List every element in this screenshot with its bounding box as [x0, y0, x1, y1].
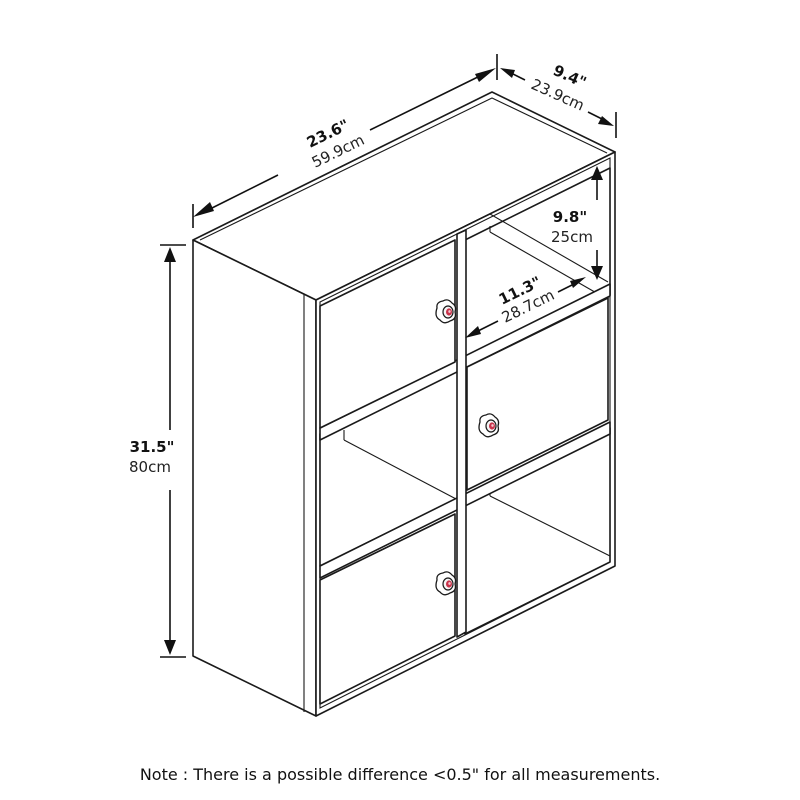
door-middle-right[interactable]: [466, 297, 609, 491]
height-metric-label: 80cm: [129, 458, 171, 476]
height-imperial-label: 31.5": [130, 438, 175, 456]
height-dimension: 31.5" 80cm: [129, 244, 186, 658]
cube-height-dimension: 9.8" 25cm: [551, 166, 603, 280]
cabinet-left-side: [192, 239, 317, 717]
door-knob-top-left[interactable]: [435, 299, 457, 324]
door-knob-bottom-left[interactable]: [435, 571, 457, 596]
door-knob-middle-right[interactable]: [478, 413, 500, 438]
door-bottom-left[interactable]: [319, 513, 456, 705]
cabinet: [192, 91, 616, 717]
center-divider: [456, 229, 467, 638]
door-top-left[interactable]: [319, 239, 456, 429]
cube-height-metric-label: 25cm: [551, 228, 593, 246]
cube-height-imperial-label: 9.8": [553, 208, 587, 226]
measurement-note: Note : There is a possible difference <0…: [139, 765, 661, 784]
